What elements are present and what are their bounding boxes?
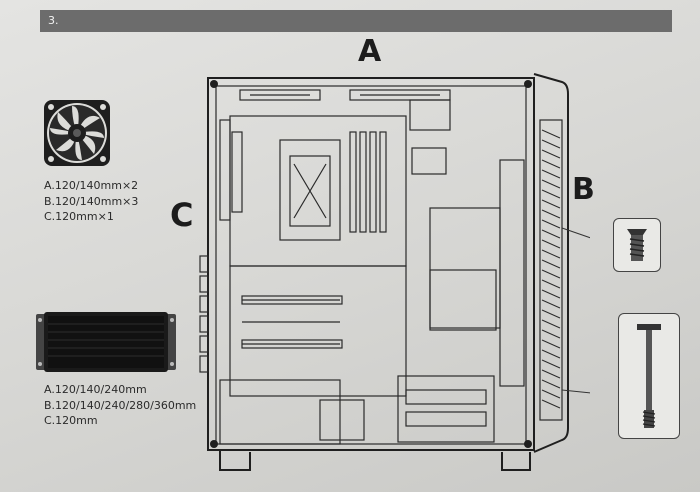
short-screw-icon: [627, 229, 647, 261]
fan-spec-a: A.120/140mm×2: [44, 179, 139, 192]
radiator-spec-a: A.120/140/240mm: [44, 383, 147, 396]
fan-support-list: A.120/140mm×2 B.120/140mm×3 C.120mm×1: [44, 178, 138, 225]
position-label-c: C: [170, 196, 194, 234]
radiator-spec-b: B.120/140/240/280/360mm: [44, 398, 197, 412]
radiator-spec-c: C.120mm: [44, 414, 98, 427]
fan-spec-c: C.120mm×1: [44, 210, 114, 223]
position-label-a: A: [358, 34, 382, 69]
case-fan-icon: [44, 100, 110, 166]
long-screw-icon: [637, 324, 661, 428]
pc-case-diagram: [199, 73, 590, 471]
short-screw-callout: [613, 218, 661, 272]
radiator-support-list: A.120/140/240mm B.120/140/240/280/360mm …: [44, 382, 196, 429]
fan-spec-b: B.120/140mm×3: [44, 194, 139, 208]
position-label-b: B: [572, 172, 595, 207]
radiator-icon: [36, 312, 176, 372]
step-header-bar: [40, 10, 672, 32]
step-number: 3.: [48, 14, 59, 27]
long-screw-callout: [618, 313, 680, 439]
